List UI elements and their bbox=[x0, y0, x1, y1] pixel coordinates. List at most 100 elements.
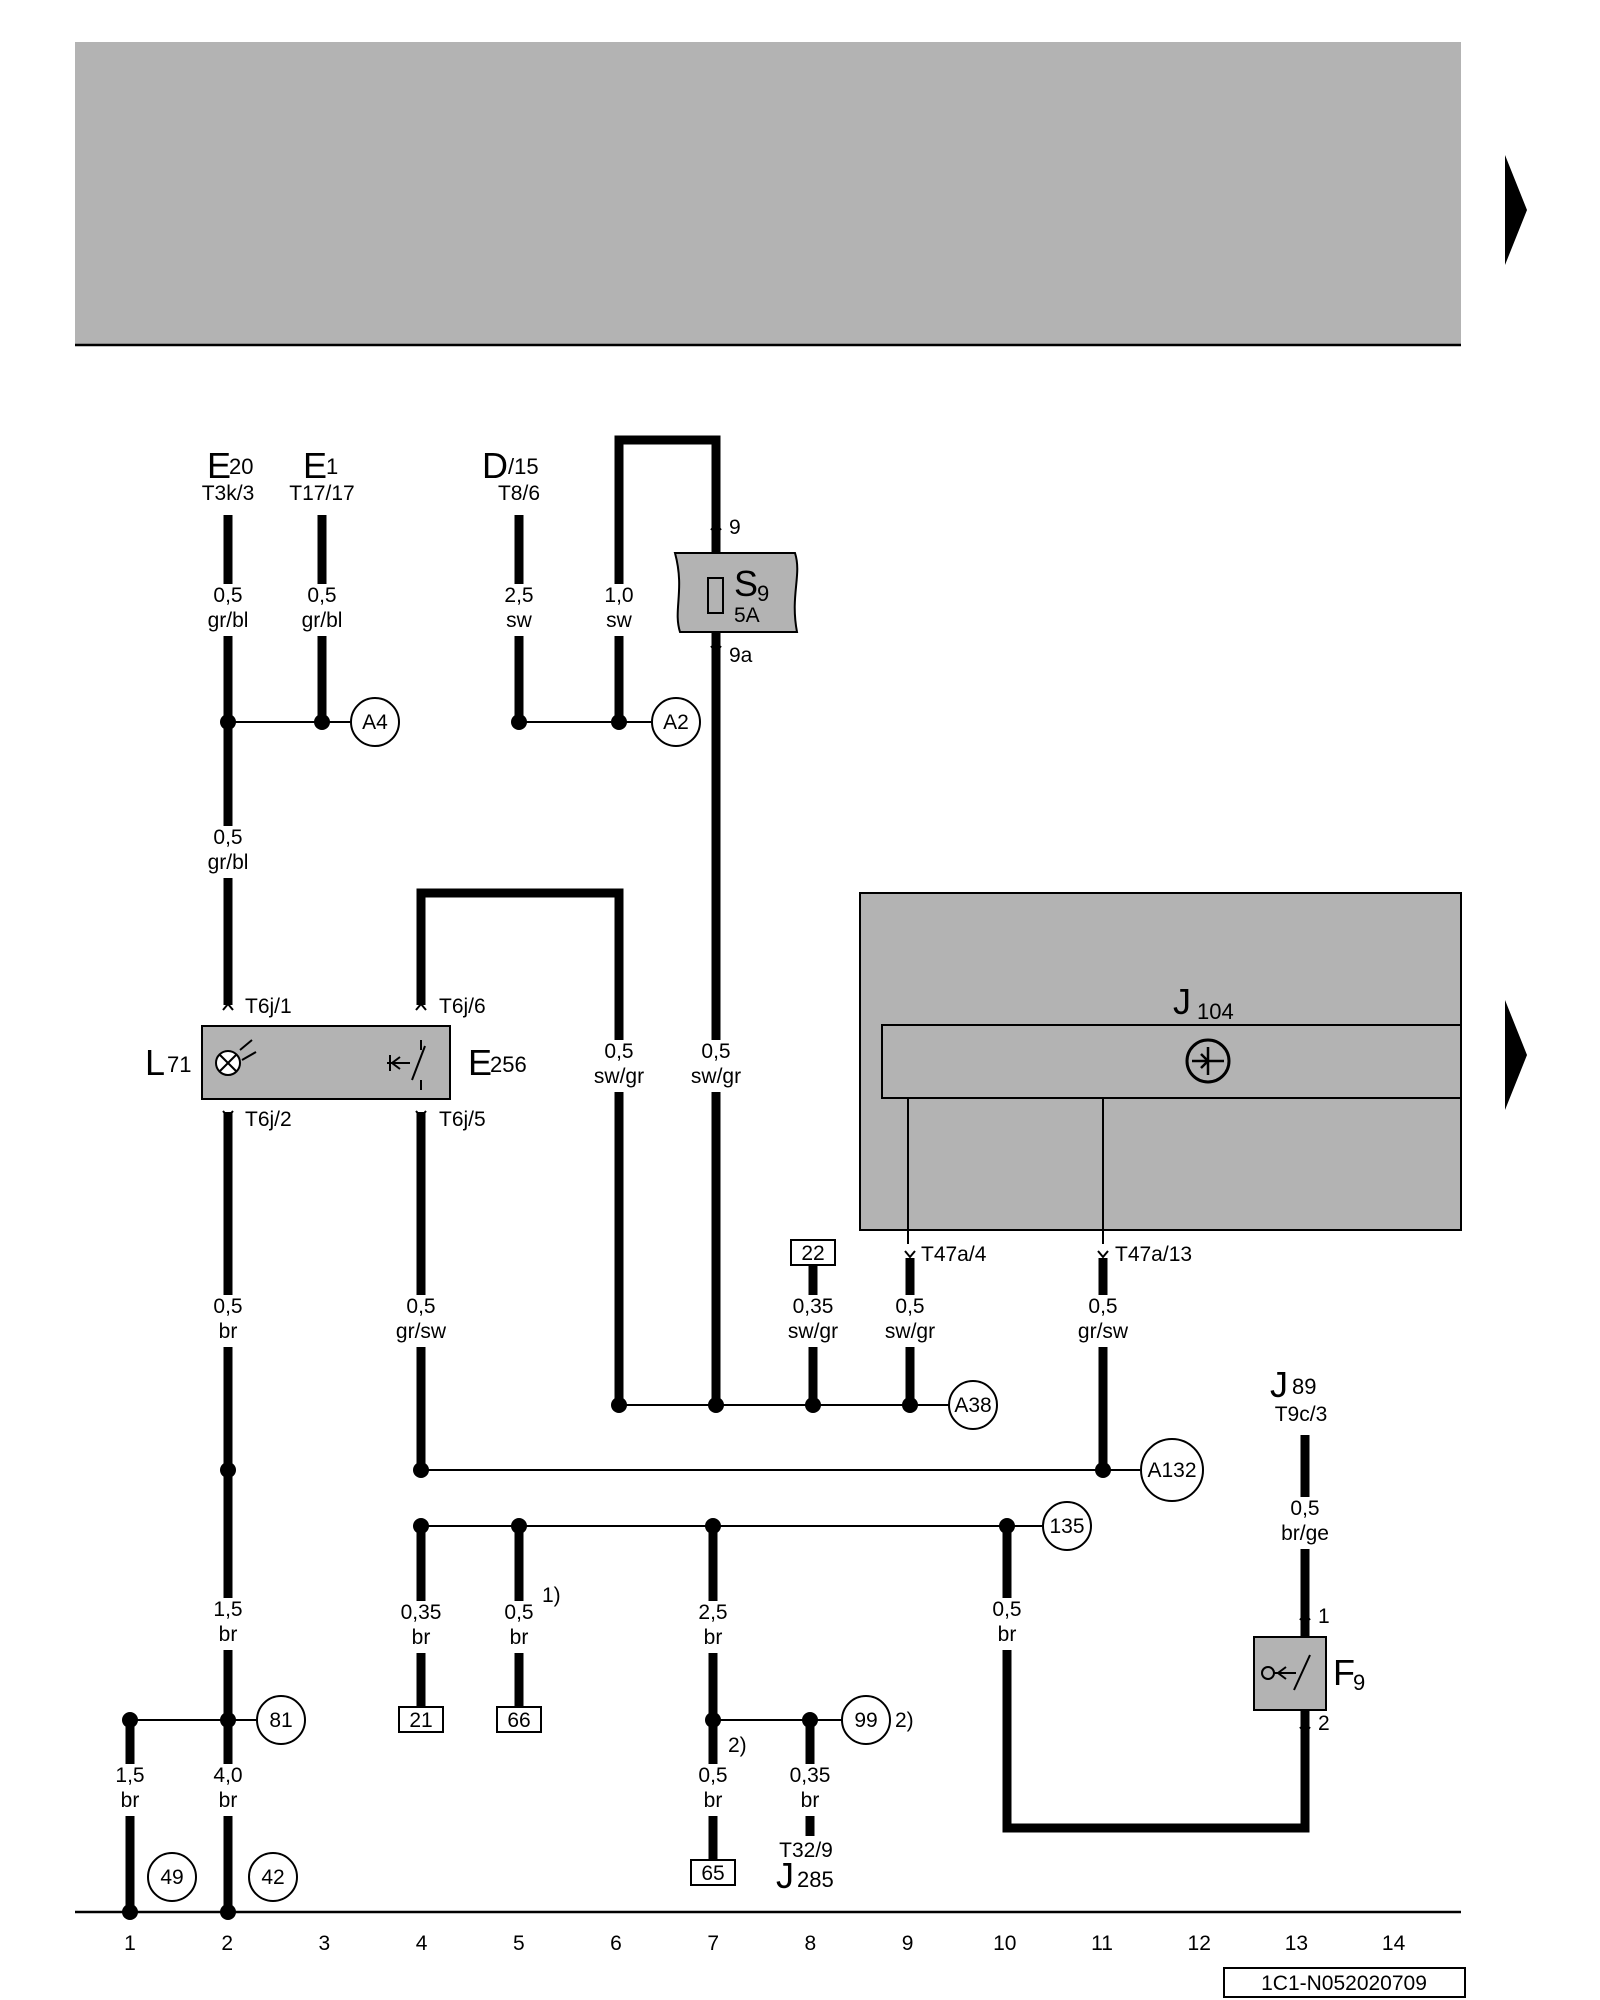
svg-text:A2: A2 bbox=[663, 711, 689, 734]
svg-text:br/ge: br/ge bbox=[1281, 1522, 1329, 1545]
footnotes: 1) 2) 2) bbox=[542, 1584, 914, 1757]
svg-text:br: br bbox=[412, 1626, 431, 1649]
svg-text:A132: A132 bbox=[1147, 1459, 1196, 1482]
wire-label: 2,5sw bbox=[496, 584, 542, 636]
svg-text:S: S bbox=[734, 563, 758, 604]
svg-text:0,5: 0,5 bbox=[895, 1295, 924, 1318]
scale-number: 3 bbox=[319, 1932, 331, 1955]
scale-number: 2 bbox=[221, 1932, 233, 1955]
svg-text:1: 1 bbox=[1318, 1605, 1330, 1628]
wire-label: 1,5br bbox=[208, 1598, 248, 1650]
label-e256-letter: E bbox=[468, 1042, 492, 1083]
svg-text:T6j/6: T6j/6 bbox=[439, 995, 486, 1018]
pin-labels: T6j/1 T6j/2 T6j/6 T6j/5 T47a/4 T47a/13 bbox=[245, 995, 1192, 1266]
connector-a38: A38 bbox=[948, 1380, 998, 1430]
svg-text:T3k/3: T3k/3 bbox=[202, 482, 255, 505]
scale-number: 14 bbox=[1382, 1932, 1406, 1955]
svg-text:sw/gr: sw/gr bbox=[594, 1065, 644, 1088]
svg-text:0,5: 0,5 bbox=[213, 1295, 242, 1318]
svg-text:2,5: 2,5 bbox=[504, 584, 533, 607]
svg-text:99: 99 bbox=[854, 1709, 877, 1732]
scale-number: 9 bbox=[902, 1932, 914, 1955]
label-e256-sub: 256 bbox=[490, 1052, 527, 1077]
wire-label: 0,5gr/sw bbox=[1072, 1295, 1134, 1347]
svg-text:T6j/5: T6j/5 bbox=[439, 1108, 486, 1131]
svg-text:81: 81 bbox=[269, 1709, 292, 1732]
svg-text:sw: sw bbox=[506, 609, 533, 632]
svg-text:0,5: 0,5 bbox=[504, 1601, 533, 1624]
svg-text:J: J bbox=[1173, 981, 1191, 1022]
svg-text:49: 49 bbox=[160, 1866, 183, 1889]
svg-text:65: 65 bbox=[701, 1862, 724, 1885]
fuse-s9: S 9 5A 9 9a bbox=[673, 516, 799, 667]
svg-text:T47a/4: T47a/4 bbox=[921, 1243, 987, 1266]
connector-99: 99 bbox=[841, 1695, 891, 1745]
wire-label: 0,5gr/bl bbox=[297, 584, 347, 636]
svg-text:9: 9 bbox=[729, 516, 741, 539]
svg-text:br: br bbox=[219, 1623, 238, 1646]
svg-text:0,5: 0,5 bbox=[406, 1295, 435, 1318]
connector-a132: A132 bbox=[1140, 1438, 1204, 1502]
svg-text:66: 66 bbox=[507, 1709, 530, 1732]
wire-label: 0,5gr/bl bbox=[203, 584, 253, 636]
wire-labels: 0,5gr/bl 0,5gr/bl 0,5gr/bl 2,5sw 1,0sw 0… bbox=[110, 584, 1336, 1816]
svg-text:20: 20 bbox=[229, 454, 253, 479]
junction-dots bbox=[122, 714, 1111, 1920]
svg-text:2: 2 bbox=[1318, 1712, 1330, 1735]
wire-label: 0,5sw/gr bbox=[685, 1040, 747, 1092]
svg-text:135: 135 bbox=[1049, 1515, 1084, 1538]
wire-label: 0,5sw/gr bbox=[879, 1295, 941, 1347]
svg-text:0,35: 0,35 bbox=[401, 1601, 442, 1624]
svg-text:E: E bbox=[303, 445, 327, 486]
svg-text:0,5: 0,5 bbox=[604, 1040, 633, 1063]
next-page-arrow-top[interactable] bbox=[1505, 155, 1527, 265]
svg-text:5A: 5A bbox=[734, 604, 760, 627]
scale-number: 10 bbox=[993, 1932, 1016, 1955]
drawing-id-box: 1C1-N052020709 bbox=[1223, 1967, 1466, 1998]
label-l71-sub: 71 bbox=[167, 1052, 191, 1077]
svg-text:J: J bbox=[1270, 1364, 1288, 1405]
svg-text:2): 2) bbox=[728, 1734, 747, 1757]
connector-49: 49 bbox=[147, 1852, 197, 1902]
svg-text:0,5: 0,5 bbox=[992, 1598, 1021, 1621]
svg-text:sw/gr: sw/gr bbox=[691, 1065, 741, 1088]
svg-text:T6j/2: T6j/2 bbox=[245, 1108, 292, 1131]
svg-text:gr/sw: gr/sw bbox=[1078, 1320, 1129, 1343]
next-page-arrow-middle[interactable] bbox=[1505, 1000, 1527, 1110]
svg-text:1,5: 1,5 bbox=[115, 1764, 144, 1787]
svg-text:gr/bl: gr/bl bbox=[208, 851, 249, 874]
svg-text:D: D bbox=[482, 445, 508, 486]
ref-box-21: 21 bbox=[398, 1706, 444, 1733]
wire-label: 2,5br bbox=[693, 1601, 733, 1653]
svg-text:1,0: 1,0 bbox=[604, 584, 633, 607]
svg-text:0,5: 0,5 bbox=[307, 584, 336, 607]
connector-42: 42 bbox=[248, 1852, 298, 1902]
wire-label: 0,5br bbox=[208, 1295, 248, 1347]
svg-text:89: 89 bbox=[1292, 1374, 1316, 1399]
ref-box-22: 22 bbox=[790, 1239, 836, 1266]
scale-number: 7 bbox=[707, 1932, 719, 1955]
svg-text:T47a/13: T47a/13 bbox=[1115, 1243, 1192, 1266]
svg-text:1: 1 bbox=[326, 454, 338, 479]
connector-135: 135 bbox=[1042, 1501, 1092, 1551]
svg-text:T9c/3: T9c/3 bbox=[1275, 1403, 1328, 1426]
svg-text:sw/gr: sw/gr bbox=[788, 1320, 838, 1343]
label-j104: J 104 bbox=[1173, 981, 1234, 1024]
svg-text:1,5: 1,5 bbox=[213, 1598, 242, 1621]
scale-number: 1 bbox=[124, 1932, 136, 1955]
component-l71-e256: L 71 E 256 bbox=[145, 1025, 527, 1100]
svg-text:21: 21 bbox=[409, 1709, 432, 1732]
svg-text:E: E bbox=[207, 445, 231, 486]
switch-icon bbox=[387, 1040, 426, 1090]
svg-text:sw: sw bbox=[606, 609, 633, 632]
wire-f9-out bbox=[1002, 1526, 1310, 1833]
svg-text:1): 1) bbox=[542, 1584, 561, 1607]
svg-text:0,5: 0,5 bbox=[213, 584, 242, 607]
ref-box-66: 66 bbox=[496, 1706, 542, 1733]
svg-text:0,35: 0,35 bbox=[790, 1764, 831, 1787]
svg-text:T8/6: T8/6 bbox=[498, 482, 540, 505]
scale-number: 11 bbox=[1091, 1932, 1113, 1955]
connector-circles: A4 A2 A38 A132 135 81 99 49 42 bbox=[147, 697, 1204, 1902]
